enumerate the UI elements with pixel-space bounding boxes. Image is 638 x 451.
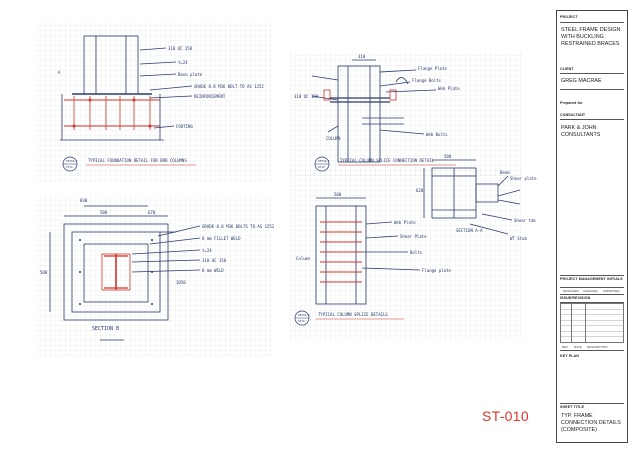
sheet-number: ST-010 [482,408,529,424]
d4-label-5: 8 mm FILLET WELD [202,236,241,241]
d1-label-6: FOOTING [176,124,193,129]
drawing-area: 310 UC 158 t=24 Base plate GRADE 8.8 M36… [36,22,537,356]
d2-label-2: Flange Plate [418,66,447,71]
rev-col-description: DESCRIPTION [587,345,608,349]
detail-section-b [49,205,201,341]
d4-label-8: 8 mm WELD [202,268,224,273]
d4-label-4: GRADE 8.8 M36 BOLTS TO AS 1252 [202,224,275,229]
detail-2-title: DETAIL 2 ST10 TYPICAL COLUMN SPLICE CONN… [314,156,456,172]
d3-label-4: Shear plate [510,176,537,181]
revision-table [560,303,624,343]
project-name: STEEL FRAME DESIGN WITH BUCKLING RESTRAI… [561,27,621,47]
detail-shear-connection [423,159,521,235]
pm-col-approved: APPROVED [603,289,620,293]
d4-label-7: 310 UC 158 [202,258,227,263]
d5-label-4: Bolts [410,250,423,255]
d3-label-7: WT Stub [510,236,527,241]
d5-title: TYPICAL COLUMN SPLICE DETAILS [318,312,388,317]
rev-col-rev: REV [562,345,569,349]
d1-label-7: A [58,70,61,75]
d1-ref: ST10 [66,165,73,169]
consultant-heading: CONSULTANT [560,113,586,117]
d1-label-2: t=24 [178,60,188,65]
key-plan-heading: KEY PLAN [560,354,579,358]
consultant-name: PARK & JOHN CONSULTANTS [561,125,601,138]
d2-label-7: COLUMN [326,136,341,141]
detail-column-splice-elev [315,197,421,305]
d3-label-3: Beam [500,170,510,175]
pm-heading: PROJECT MANAGEMENT INITIALS [560,277,623,281]
detail-1-title: DETAIL 1 ST10 TYPICAL FOUNDATION DETAIL … [62,156,196,172]
d5-label-2: Web Plate [394,220,416,225]
d2-label-3: Flange Bolts [412,78,441,83]
rev-col-date: DATE [574,345,582,349]
grid-panel-4 [290,168,522,340]
d3-label-6: Shear tab [514,218,536,223]
d1-label-5: REINFORCEMENT [194,94,226,99]
d2-number: DETAIL 2 [318,159,330,163]
title-block: PROJECT STEEL FRAME DESIGN WITH BUCKLING… [556,10,628,443]
d3-label-1: 500 [444,154,452,159]
d5-label-1: 500 [334,192,342,197]
sheet-title: TYP. FRAME CONNECTION DETAILS (COMPOSITE… [561,413,621,433]
d2-label-6: 310 UC 158 [294,94,319,99]
d5-label-3: Shear Plate [400,234,427,239]
detail-3-title: DETAIL 3 ST10 TYPICAL COLUMN SPLICE DETA… [294,310,404,326]
d3-label-2: 620 [416,188,424,193]
d4-label-2: 500 [100,210,108,215]
d1-title: TYPICAL FOUNDATION DETAIL FOR BRB COLUMN… [88,158,187,163]
d4-title: SECTION B [92,326,119,332]
d5-label-5: Flange plate [422,268,451,273]
d5-label-6: Column [296,256,311,261]
d2-label-4: Web Plate [438,86,460,91]
client-heading: CLIENT [560,67,574,71]
d1-label-4: GRADE 8.8 M36 BOLT TO AS 1252 [194,84,264,89]
d4-label-6: t=24 [202,248,212,253]
prepared-for-heading: Prepared for [560,101,583,105]
grid-panel-3 [36,196,272,356]
sheet-title-heading: SHEET TITLE [560,405,585,409]
d4-label-3: 670 [148,210,156,215]
revision-heading: ISSUE/REVISION [560,296,591,300]
d5-number: DETAIL 3 [298,313,310,317]
pm-col-designed: DESIGNED [563,289,579,293]
pm-col-checked: CHECKED [583,289,598,293]
detail-foundation [60,35,193,141]
d4-label-1: 830 [80,198,88,203]
d2-label-1: 310 [358,54,366,59]
d2-title: TYPICAL COLUMN SPLICE CONNECTION DETAIL [340,158,435,163]
d2-label-5: Web Bolts [426,132,448,137]
d4-label-10: 500 [40,270,48,275]
client-name: GREG MACRAE [561,78,602,84]
d1-label-3: Base plate [178,72,203,77]
grid-panel-2 [290,52,522,176]
d4-label-9: 1050 [176,280,186,285]
d3-label-5: SECTION A-A [456,228,483,233]
d1-label-1: 310 UC 158 [168,46,193,51]
d2-ref: ST10 [318,165,325,169]
d5-ref: ST10 [298,319,305,323]
project-heading: PROJECT [560,15,578,19]
detail-column-splice [311,59,437,163]
d1-number: DETAIL 1 [66,159,78,163]
